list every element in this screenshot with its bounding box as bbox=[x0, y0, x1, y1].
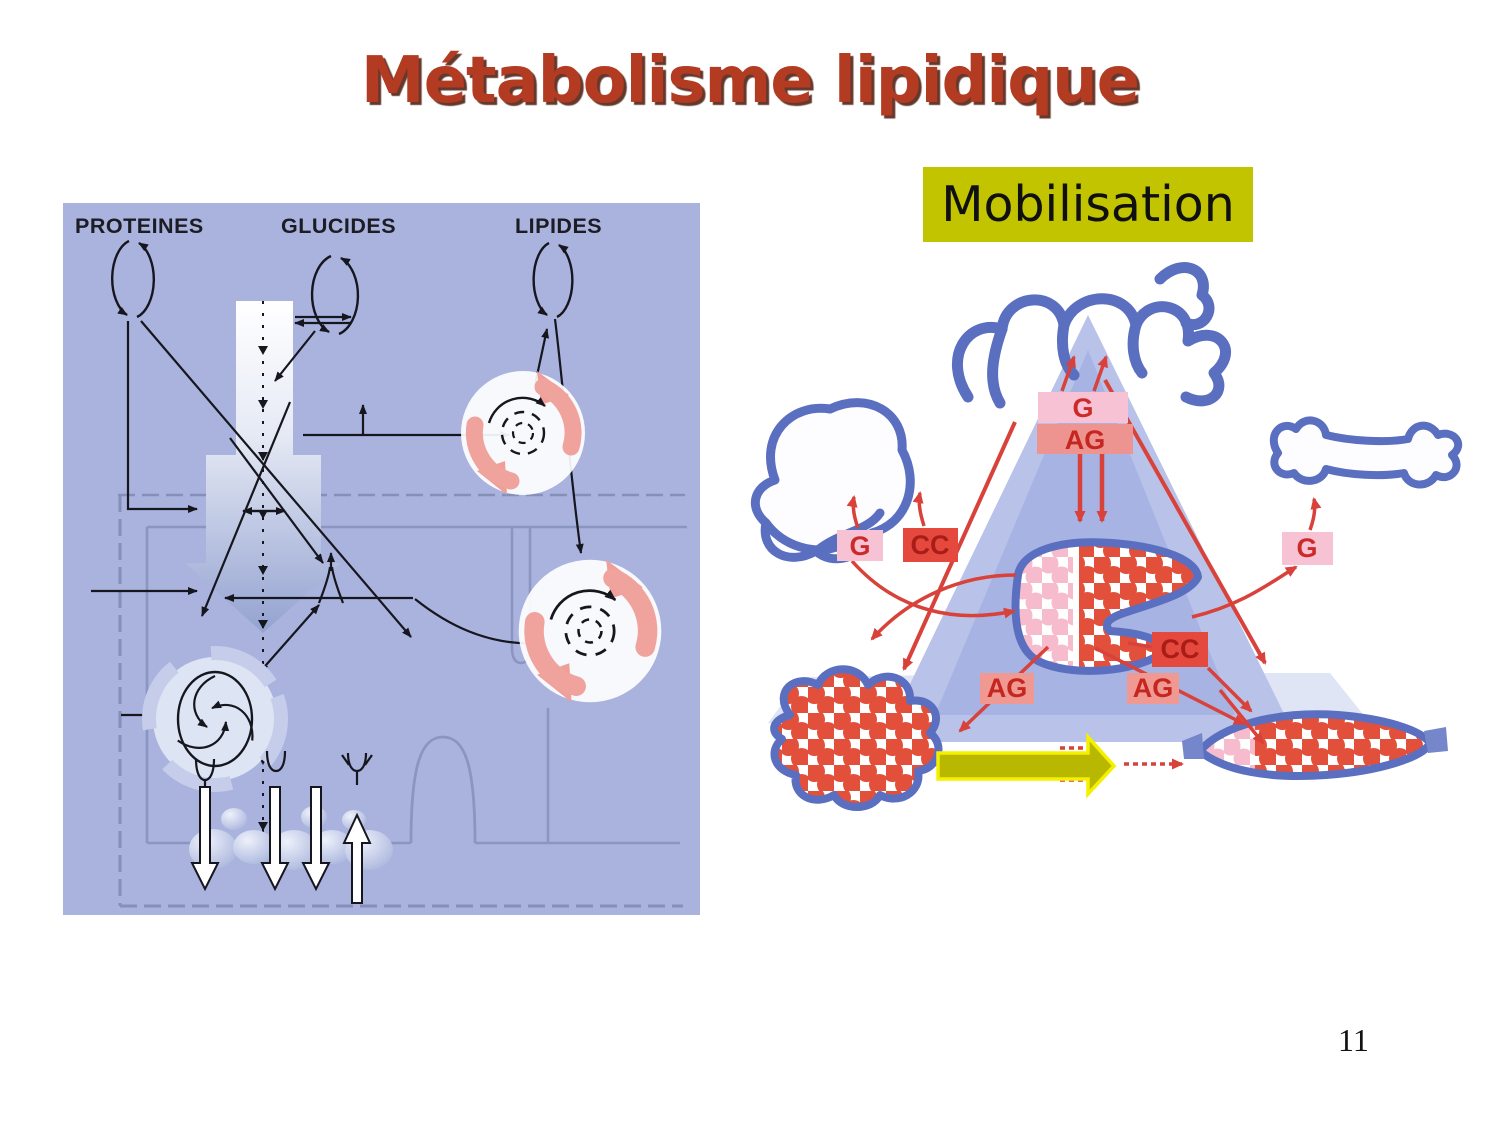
ag-top-label: AG bbox=[1065, 425, 1106, 455]
ag-bottom-right-box bbox=[1127, 673, 1179, 704]
cc-left-label: CC bbox=[911, 530, 950, 560]
g-top-box bbox=[1038, 392, 1128, 423]
label-carbohydrates: GLUCIDES bbox=[281, 214, 396, 238]
lower-spiral bbox=[519, 560, 662, 703]
label-proteins: PROTEINES bbox=[75, 214, 204, 238]
tca-cycle-icon bbox=[142, 646, 288, 792]
lipid-mobilisation-diagram: G AG G CC G CC AG AG bbox=[750, 262, 1462, 811]
flux-arrows bbox=[846, 355, 1322, 782]
brain-icon bbox=[750, 398, 915, 564]
cc-left-box bbox=[903, 528, 958, 562]
yellow-highlight-arrow-icon bbox=[936, 732, 1117, 799]
mobilisation-label: Mobilisation bbox=[923, 167, 1253, 242]
g-right-box bbox=[1282, 532, 1333, 565]
intestine-icon bbox=[952, 262, 1231, 409]
ag-bottom-left-box bbox=[980, 673, 1034, 704]
ag-bottom-right-label: AG bbox=[1133, 673, 1174, 703]
muscle-icon bbox=[1182, 710, 1448, 780]
proton-flow-arrows bbox=[190, 786, 372, 904]
upper-spiral bbox=[461, 371, 585, 495]
g-right-label: G bbox=[1296, 533, 1317, 563]
cell-membrane-lines bbox=[118, 493, 687, 908]
ag-top-box bbox=[1037, 424, 1133, 454]
left-panel-background bbox=[63, 203, 700, 915]
label-lipids: LIPIDES bbox=[515, 214, 602, 238]
ag-bottom-left-label: AG bbox=[987, 673, 1028, 703]
pathway-arrows bbox=[91, 313, 584, 717]
adipose-tissue-icon bbox=[770, 665, 943, 811]
electron-transport-chain bbox=[189, 750, 393, 904]
metabolite-boxes: G AG G CC G CC AG AG bbox=[837, 392, 1333, 704]
g-left-box bbox=[837, 530, 883, 561]
g-top-label: G bbox=[1072, 393, 1093, 423]
cc-middle-label: CC bbox=[1161, 634, 1200, 664]
membrane-dome bbox=[409, 735, 477, 844]
proton-forks bbox=[194, 750, 373, 793]
bone-icon bbox=[1269, 416, 1462, 489]
page-number: 11 bbox=[1338, 1022, 1369, 1058]
g-left-label: G bbox=[849, 531, 870, 561]
page-title: Métabolisme lipidique bbox=[360, 44, 1140, 118]
metabolism-overview-diagram: PROTEINES GLUCIDES LIPIDES bbox=[63, 203, 700, 915]
turnover-cycles bbox=[110, 239, 574, 336]
cc-middle-box bbox=[1152, 632, 1208, 667]
